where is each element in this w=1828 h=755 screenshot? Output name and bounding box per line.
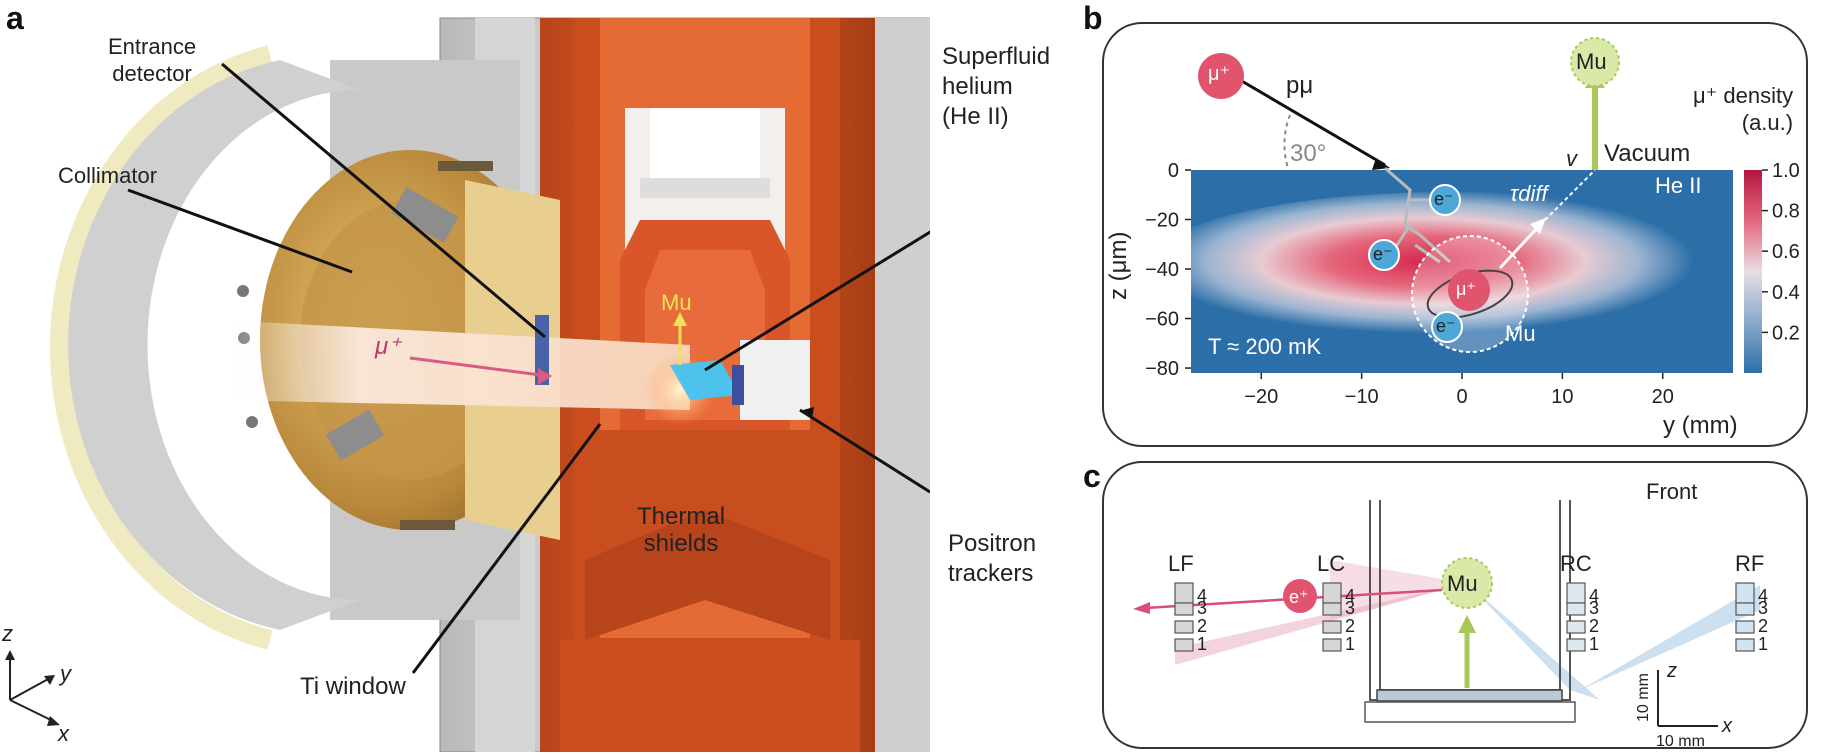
collimator-label: Collimator: [58, 163, 158, 188]
detector-rf-label: RF: [1735, 551, 1765, 576]
scale-vertical-label: 10 mm: [1635, 673, 1652, 722]
electron-label-1: e⁻: [1434, 189, 1454, 209]
panel-b-letter: b: [1083, 0, 1103, 36]
mu-label-c: Mu: [1447, 571, 1478, 596]
panel-b-frame: [1102, 22, 1808, 447]
scale-x-label: x: [1722, 715, 1732, 737]
apparatus-illustration: [5, 17, 930, 752]
panel-c-frame: [1102, 461, 1808, 749]
electron-label-2: e⁻: [1373, 244, 1393, 264]
velocity-label: v: [1566, 146, 1577, 171]
colorbar-title: μ⁺ density(a.u.): [1693, 83, 1794, 135]
axis-z-label: z: [2, 621, 13, 646]
detector-lc-label: LC: [1317, 551, 1346, 576]
axis-x-label: x: [58, 721, 69, 746]
mu-label-b: Mu: [1576, 49, 1607, 74]
x-axis-label: y (mm): [1663, 412, 1738, 439]
angle-label: 30°: [1290, 140, 1327, 167]
positron-label: e⁺: [1289, 587, 1309, 607]
mu-label-a: Mu: [661, 290, 692, 315]
muon-beam-label: μ⁺: [375, 333, 401, 360]
y-axis-label: z (μm): [1105, 231, 1132, 300]
detector-rc-label: RC: [1560, 551, 1592, 576]
temperature-label: T ≈ 200 mK: [1208, 334, 1322, 359]
axis-y-label: y: [60, 661, 71, 686]
front-label: Front: [1646, 479, 1698, 504]
mu-cloud-label: Mu: [1505, 321, 1536, 346]
detector-lf-label: LF: [1168, 551, 1194, 576]
tau-diff-label: τdiff: [1510, 181, 1548, 206]
momentum-label: pμ: [1286, 72, 1314, 99]
muon-label: μ⁺: [1208, 63, 1231, 85]
scale-horizontal-label: 10 mm: [1656, 733, 1705, 750]
muon-in-mu-label: μ⁺: [1456, 279, 1476, 299]
scale-z-label: z: [1667, 660, 1677, 682]
ti-window-label: Ti window: [300, 673, 406, 700]
panel-c-letter: c: [1083, 458, 1101, 494]
he2-label: He II: [1655, 173, 1702, 198]
electron-label-3: e⁻: [1436, 316, 1456, 336]
vacuum-label: Vacuum: [1604, 140, 1691, 167]
panel-a-letter: a: [6, 0, 24, 36]
